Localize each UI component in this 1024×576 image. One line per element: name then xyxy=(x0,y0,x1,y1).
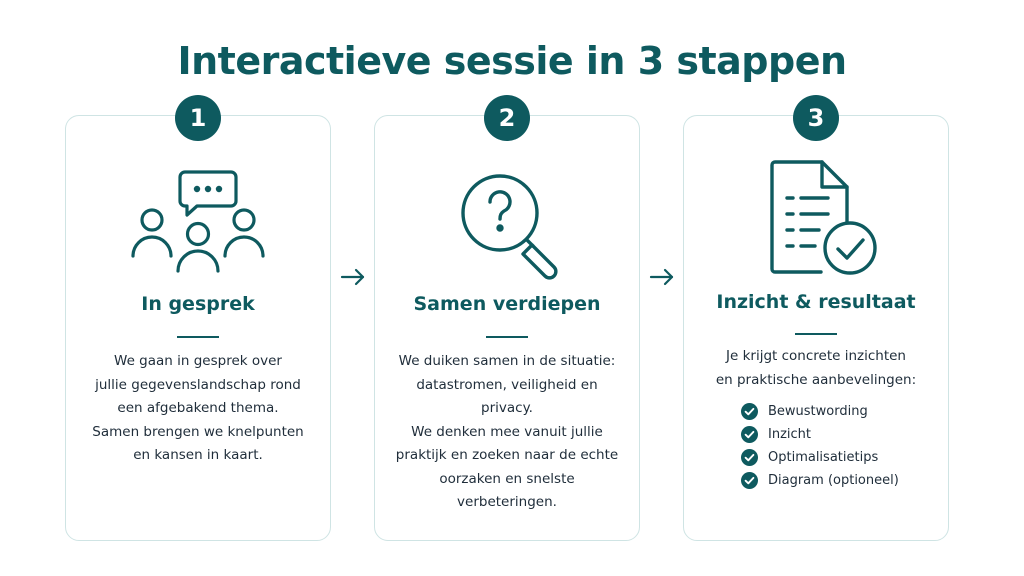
checklist-item: Inzicht xyxy=(741,423,899,446)
arrow-right-icon xyxy=(649,268,674,286)
divider xyxy=(486,336,528,338)
document-check-icon xyxy=(770,160,877,275)
description-line: een afgebakend thema. xyxy=(117,400,279,416)
step-number-badge: 3 xyxy=(793,95,839,141)
description-line: en praktische aanbevelingen: xyxy=(715,371,917,388)
arrow-right-icon xyxy=(340,268,365,286)
checklist-label: Diagram (optioneel) xyxy=(768,473,899,488)
result-checklist: Bewustwording Inzicht Optimalisatietips … xyxy=(741,400,899,492)
checklist-label: Optimalisatietips xyxy=(768,450,879,465)
description-line: Samen brengen we knelpunten xyxy=(92,423,304,440)
step-title: In gesprek xyxy=(141,293,255,315)
checklist-item: Optimalisatietips xyxy=(741,446,899,469)
magnifier-question-icon xyxy=(461,174,558,280)
step-card-3: 3 Inzicht & resultaat Je krijgt concrete… xyxy=(683,95,949,541)
checklist-item: Diagram (optioneel) xyxy=(741,469,899,492)
divider xyxy=(177,336,219,338)
step-card-1: 1 In gesprek We gaan in gesprek over jul… xyxy=(65,95,331,541)
checklist-item: Bewustwording xyxy=(741,400,899,423)
step-title: Samen verdiepen xyxy=(413,293,601,315)
description-line: praktijk en zoeken naar de echte xyxy=(395,447,619,463)
check-circle-icon xyxy=(741,472,758,489)
description-line: jullie gegevenslandschap rond xyxy=(95,376,301,393)
step-number-badge: 2 xyxy=(484,95,530,141)
step-description: Je krijgt concrete inzichten en praktisc… xyxy=(698,345,934,392)
step-card-2: 2 Samen verdiepen We duiken samen in de … xyxy=(374,95,640,541)
page-title: Interactieve sessie in 3 stappen xyxy=(177,39,847,84)
step-description: We gaan in gesprek over jullie gegevensl… xyxy=(80,350,316,468)
step-number-badge: 1 xyxy=(175,95,221,141)
group-conversation-icon xyxy=(131,170,265,273)
description-line: We duiken samen in de situatie: xyxy=(398,353,616,369)
description-line: We denken mee vanuit jullie xyxy=(411,423,603,440)
step-title: Inzicht & resultaat xyxy=(716,291,916,313)
description-line: oorzaken en snelste verbeteringen. xyxy=(439,470,575,511)
divider xyxy=(795,333,837,335)
check-circle-icon xyxy=(741,449,758,466)
checklist-label: Inzicht xyxy=(768,427,811,442)
check-circle-icon xyxy=(741,426,758,443)
description-line: Je krijgt concrete inzichten xyxy=(726,348,906,364)
step-description: We duiken samen in de situatie: datastro… xyxy=(389,350,625,515)
checklist-label: Bewustwording xyxy=(768,404,868,419)
description-line: We gaan in gesprek over xyxy=(114,353,282,369)
check-circle-icon xyxy=(741,403,758,420)
description-line: datastromen, veiligheid en privacy. xyxy=(416,376,598,417)
description-line: en kansen in kaart. xyxy=(133,447,263,463)
